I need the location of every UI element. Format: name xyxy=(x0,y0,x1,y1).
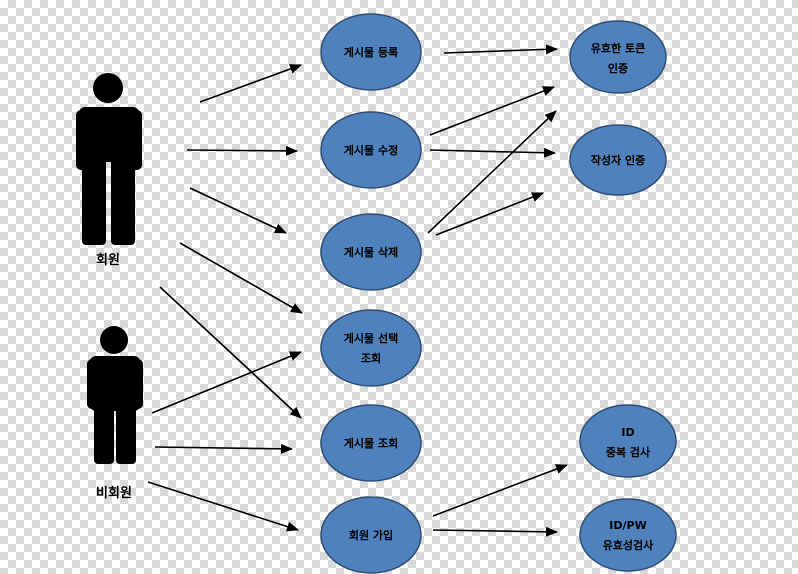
usecase-post-edit-label: 게시물 수정 xyxy=(344,143,398,157)
usecase-post-select-view-label-line1: 게시물 선택 xyxy=(344,331,398,345)
usecase-post-view: 게시물 조회 xyxy=(320,404,422,482)
arrow-member-to-delete xyxy=(189,187,287,234)
usecase-idpw-valid-check: ID/PW 유효성검사 xyxy=(579,498,677,572)
usecase-post-edit: 게시물 수정 xyxy=(320,111,422,189)
arrow-member-to-register xyxy=(199,64,302,103)
member-actor-label: 회원 xyxy=(96,252,120,268)
arrow-signup-to-id-check xyxy=(432,464,568,517)
usecase-id-dup-check-label-line2: 중복 검사 xyxy=(606,445,651,459)
usecase-post-register-label: 게시물 등록 xyxy=(344,45,398,59)
arrow-signup-to-idpw-check xyxy=(432,526,558,537)
arrow-member-to-select-view xyxy=(179,242,303,314)
usecase-id-dup-check-label-line1: ID xyxy=(621,426,634,439)
arrows xyxy=(147,44,568,537)
arrow-edit-to-token xyxy=(429,86,555,136)
usecase-token-auth-label-line1: 유효한 토큰 xyxy=(591,41,645,55)
arrow-edit-to-author xyxy=(429,147,556,158)
usecase-token-auth: 유효한 토큰 인증 xyxy=(569,20,667,94)
arrow-member-to-edit xyxy=(186,145,298,156)
person-silhouette-icon xyxy=(87,326,143,464)
person-silhouette-icon xyxy=(76,73,142,245)
usecase-post-delete-label: 게시물 삭제 xyxy=(344,245,398,259)
usecase-post-select-view-label-line2: 조회 xyxy=(361,351,381,365)
usecase-post-view-label: 게시물 조회 xyxy=(344,436,398,450)
guest-actor-label: 비회원 xyxy=(96,485,132,501)
usecase-author-auth: 작성자 인증 xyxy=(569,124,667,196)
usecase-author-auth-label: 작성자 인증 xyxy=(591,153,645,167)
usecase-post-register: 게시물 등록 xyxy=(320,13,422,91)
usecase-post-select-view: 게시물 선택 조회 xyxy=(320,309,422,387)
arrow-delete-to-author xyxy=(435,192,544,236)
usecase-idpw-valid-check-label-line2: 유효성검사 xyxy=(603,538,654,552)
arrow-guest-to-view xyxy=(154,443,293,454)
arrow-member-to-view xyxy=(159,286,302,419)
arrow-guest-to-signup xyxy=(147,481,299,532)
usecase-post-delete: 게시물 삭제 xyxy=(320,213,422,291)
arrow-delete-to-token xyxy=(427,110,557,234)
usecase-signup: 회원 가입 xyxy=(320,496,422,574)
usecase-id-dup-check: ID 중복 검사 xyxy=(579,404,677,478)
usecase-idpw-valid-check-label-line1: ID/PW xyxy=(609,519,646,532)
usecase-token-auth-label-line2: 인증 xyxy=(608,61,628,75)
guest-actor: 비회원 xyxy=(87,326,143,501)
arrow-guest-to-select-view xyxy=(151,351,302,414)
usecase-signup-label: 회원 가입 xyxy=(349,528,393,542)
arrow-register-to-token xyxy=(443,44,558,55)
member-actor: 회원 xyxy=(76,73,142,268)
